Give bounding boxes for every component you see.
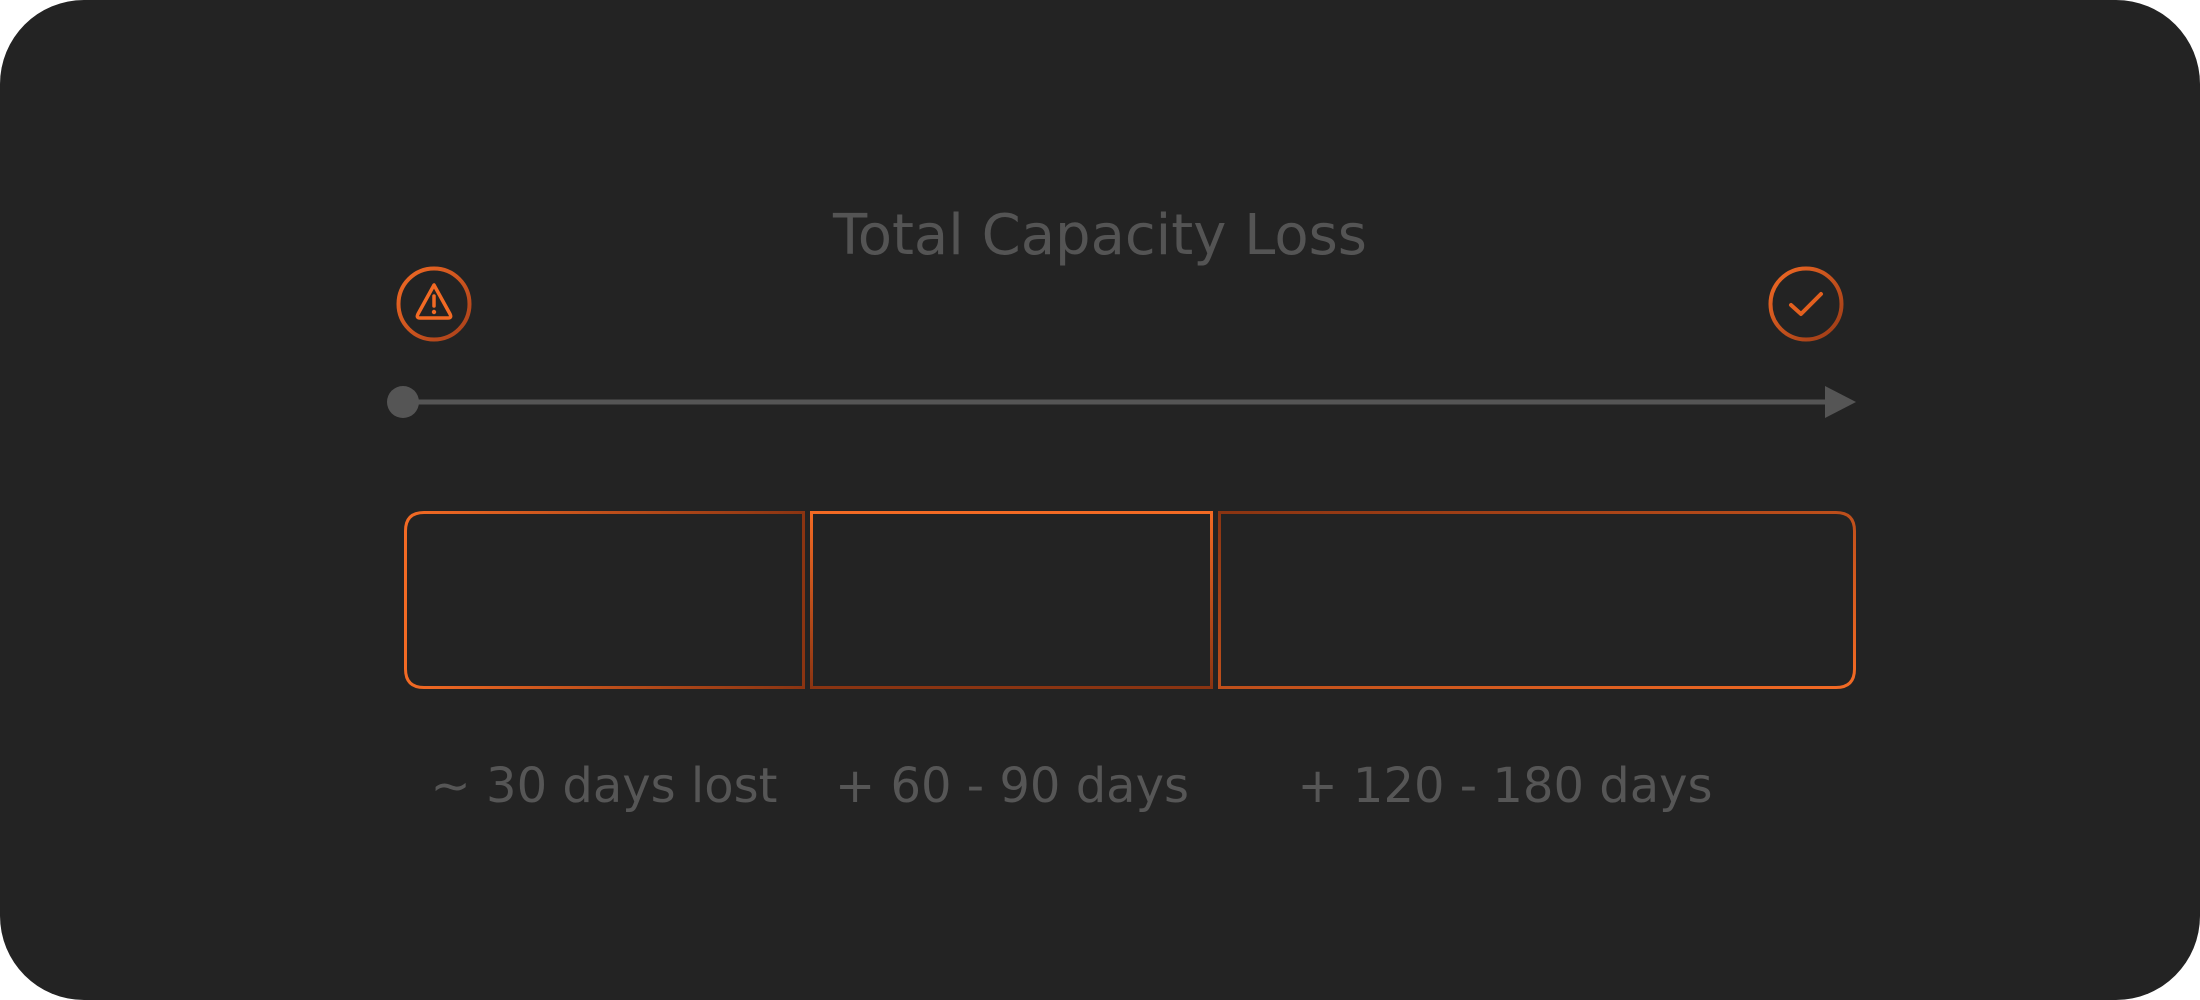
- segment-label-3: + 120 - 180 days: [1297, 758, 1713, 814]
- checkmark-icon: [1766, 264, 1846, 344]
- segment-label-1: ~ 30 days lost: [430, 758, 778, 814]
- diagram-title: Total Capacity Loss: [833, 203, 1367, 268]
- timeline-arrowhead: [1825, 386, 1856, 418]
- segment-label-2: + 60 - 90 days: [834, 758, 1190, 814]
- timeline-axis: [380, 380, 1860, 424]
- segment-box-2: [810, 511, 1213, 689]
- warning-icon: [394, 264, 474, 344]
- segment-box-1: [404, 511, 805, 689]
- segment-box-3: [1218, 511, 1856, 689]
- timeline-segments: [404, 511, 1856, 689]
